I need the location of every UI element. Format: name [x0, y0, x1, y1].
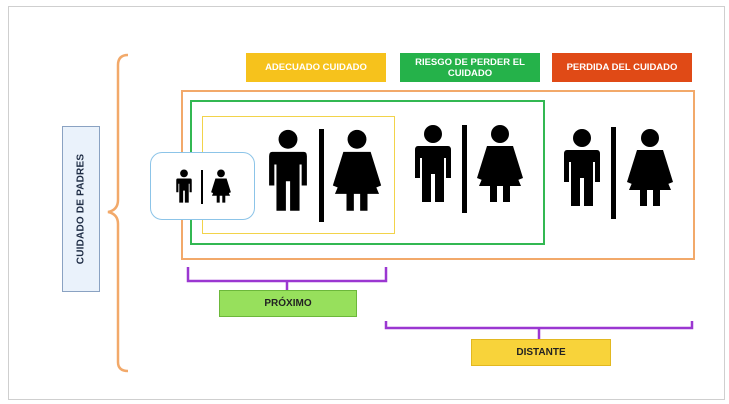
side-bracket	[107, 53, 129, 373]
distante-bracket	[384, 321, 694, 339]
header-adequate-care: ADECUADO CUIDADO	[246, 53, 386, 82]
divider	[319, 129, 324, 222]
woman-icon	[211, 169, 231, 203]
distante-tag: DISTANTE	[471, 339, 611, 366]
divider	[611, 127, 616, 219]
risk-pair	[415, 125, 523, 213]
man-icon	[415, 125, 451, 202]
divider	[462, 125, 467, 213]
man-icon	[269, 129, 307, 211]
loss-pair	[564, 127, 673, 219]
header-loss-of-care: PERDIDA DEL CUIDADO	[552, 53, 692, 82]
parental-care-label-box: CUIDADO DE PADRES	[62, 126, 100, 292]
proximo-tag: PRÓXIMO	[219, 290, 357, 317]
woman-icon	[332, 129, 382, 211]
woman-icon	[477, 125, 523, 202]
child-pair	[176, 169, 231, 204]
proximo-bracket	[186, 267, 388, 290]
adequate-care-pair	[269, 129, 382, 222]
man-icon	[176, 169, 192, 203]
header-risk-of-losing-care: RIESGO DE PERDER EL CUIDADO	[400, 53, 540, 82]
man-icon	[564, 129, 600, 206]
woman-icon	[627, 129, 673, 206]
divider	[201, 170, 203, 204]
